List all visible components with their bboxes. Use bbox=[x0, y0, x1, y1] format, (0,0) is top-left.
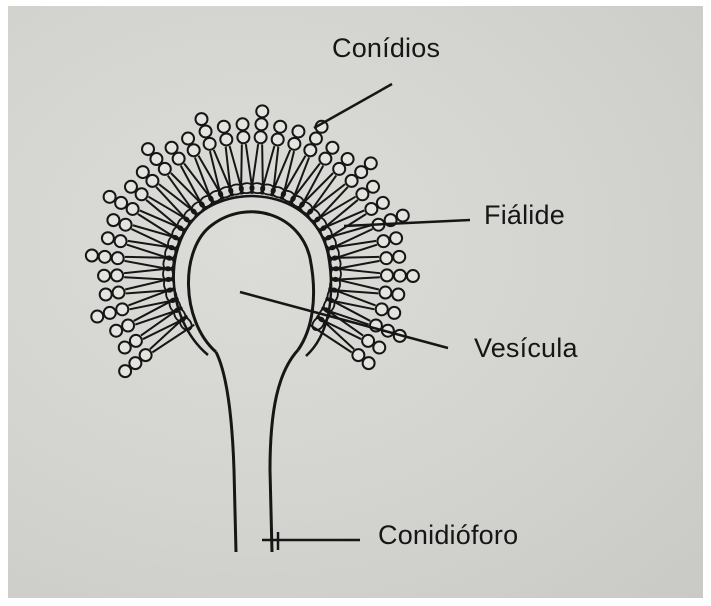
conidium bbox=[173, 153, 185, 165]
conidium bbox=[256, 105, 268, 117]
conidium bbox=[326, 142, 338, 154]
conidium bbox=[377, 197, 389, 209]
conidium bbox=[182, 133, 194, 145]
pointer-line-conidios bbox=[314, 84, 392, 128]
label-vesicula: Vesícula bbox=[474, 333, 578, 364]
conidium bbox=[200, 125, 212, 137]
conidium bbox=[392, 288, 404, 300]
conidium bbox=[125, 181, 137, 193]
conidium bbox=[110, 325, 122, 337]
conidium bbox=[390, 232, 402, 244]
label-fialide: Fiálide bbox=[484, 200, 565, 231]
conidium bbox=[362, 335, 374, 347]
conidium bbox=[367, 181, 379, 193]
conidium bbox=[127, 203, 139, 215]
conidium bbox=[376, 303, 388, 315]
conidium bbox=[107, 214, 119, 226]
conidium bbox=[379, 287, 391, 299]
label-conidios: Conídios bbox=[332, 33, 440, 64]
conidium bbox=[365, 203, 377, 215]
conidium bbox=[195, 113, 207, 125]
conidium bbox=[115, 235, 127, 247]
conidium bbox=[373, 342, 385, 354]
conidium bbox=[140, 349, 152, 361]
conidium bbox=[113, 287, 125, 299]
conidium bbox=[98, 270, 110, 282]
conidiophore-stalk-right bbox=[270, 350, 298, 552]
conidium bbox=[115, 197, 127, 209]
conidium bbox=[86, 249, 98, 261]
conidium bbox=[218, 121, 230, 133]
conidium bbox=[237, 118, 249, 130]
conidium bbox=[355, 166, 367, 178]
conidium bbox=[100, 288, 112, 300]
conidium bbox=[188, 144, 200, 156]
conidium bbox=[120, 219, 132, 231]
conidium bbox=[388, 307, 400, 319]
conidium bbox=[304, 144, 316, 156]
conidium bbox=[292, 125, 304, 137]
conidium bbox=[393, 251, 405, 263]
label-conidioforo: Conidióforo bbox=[378, 520, 518, 551]
conidium bbox=[159, 163, 171, 175]
phialide bbox=[150, 315, 194, 352]
conidium bbox=[99, 251, 111, 263]
conidium bbox=[407, 270, 419, 282]
conidium bbox=[119, 342, 131, 354]
conidium bbox=[237, 131, 249, 143]
conidium bbox=[255, 131, 267, 143]
conidium bbox=[102, 232, 114, 244]
conidium bbox=[310, 133, 322, 145]
conidium bbox=[220, 133, 232, 145]
conidium bbox=[319, 153, 331, 165]
conidium bbox=[394, 270, 406, 282]
conidium bbox=[272, 133, 284, 145]
conidium bbox=[116, 303, 128, 315]
conidium bbox=[122, 320, 134, 332]
conidium bbox=[104, 191, 116, 203]
conidium bbox=[288, 138, 300, 150]
conidium bbox=[342, 153, 354, 165]
conidium bbox=[112, 252, 124, 264]
conidium bbox=[381, 269, 393, 281]
conidium bbox=[274, 121, 286, 133]
conidium bbox=[130, 335, 142, 347]
conidium bbox=[204, 138, 216, 150]
conidium bbox=[377, 235, 389, 247]
conidium bbox=[363, 357, 375, 369]
conidium bbox=[365, 157, 377, 169]
conidium bbox=[129, 357, 141, 369]
conidium bbox=[166, 142, 178, 154]
vesicle-inner-wall bbox=[188, 212, 313, 352]
conidium bbox=[333, 163, 345, 175]
conidium bbox=[136, 188, 148, 200]
conidium bbox=[150, 153, 162, 165]
conidium bbox=[91, 311, 103, 323]
conidium bbox=[356, 188, 368, 200]
conidium bbox=[146, 175, 158, 187]
conidium bbox=[111, 269, 123, 281]
conidium bbox=[119, 365, 131, 377]
conidium bbox=[380, 252, 392, 264]
conidium bbox=[104, 307, 116, 319]
conidium bbox=[142, 143, 154, 155]
conidiophore-stalk-left bbox=[216, 352, 236, 552]
conidium bbox=[346, 175, 358, 187]
conidium bbox=[352, 349, 364, 361]
conidium bbox=[255, 118, 267, 130]
conidium bbox=[397, 210, 409, 222]
conidium bbox=[137, 166, 149, 178]
